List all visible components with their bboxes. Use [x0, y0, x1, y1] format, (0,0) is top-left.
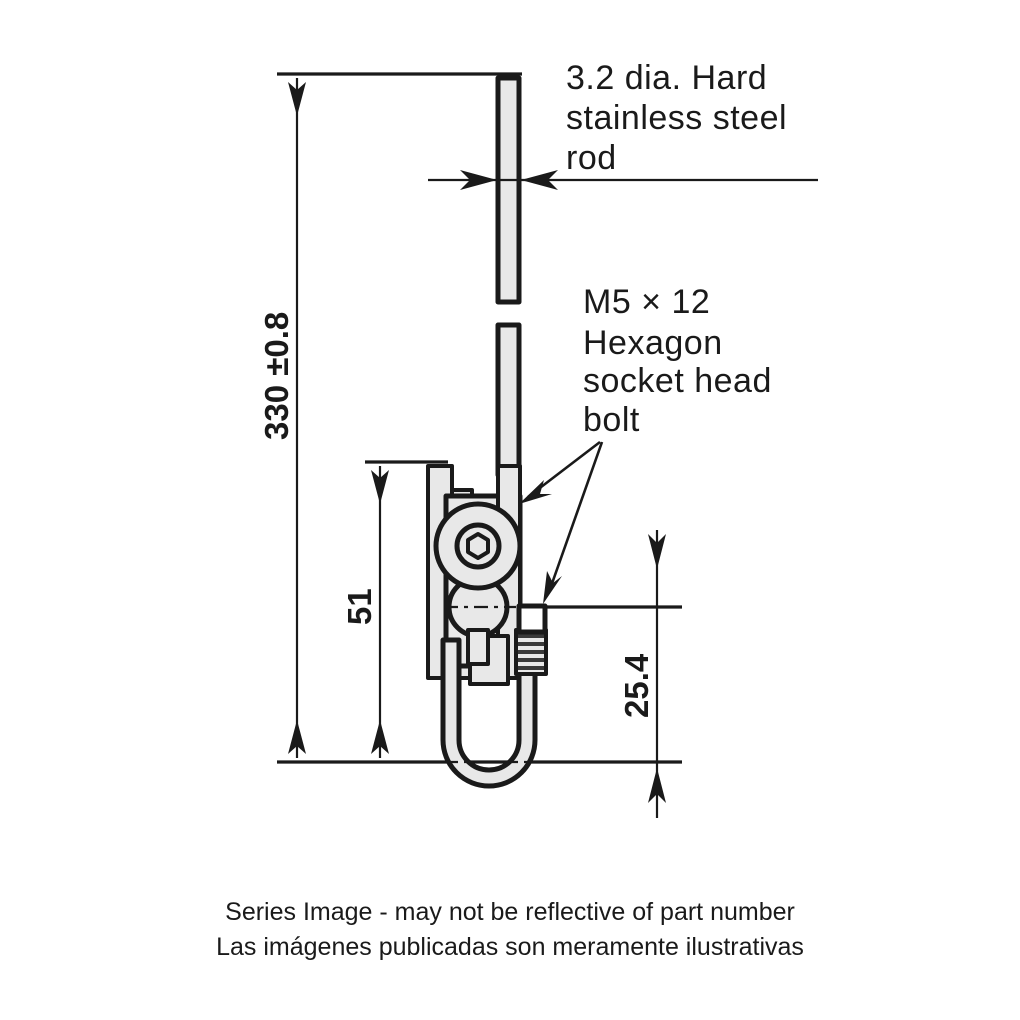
arrowhead-up-51: [371, 470, 389, 504]
arrowhead-bolt-head: [519, 480, 552, 504]
dimension-rod-diameter: [428, 170, 818, 190]
dimension-label-330: 330 ±0.8: [258, 312, 295, 440]
arrowhead-down-51: [371, 720, 389, 754]
rod-note-line-3: rod: [566, 139, 617, 177]
bolt-note-line-4: bolt: [583, 401, 640, 439]
arrowhead-screw: [543, 571, 562, 604]
clamp-assembly: [426, 464, 548, 789]
rod-body: [495, 75, 522, 305]
leader-to-screw: [547, 441, 604, 593]
bolt-note-line-1: M5 × 12: [583, 283, 710, 321]
dimension-label-254: 25.4: [618, 653, 655, 718]
dimension-head-height: 51: [341, 460, 448, 758]
arrowhead-right-rod-dia: [521, 170, 558, 190]
pivot-stem: [466, 628, 490, 666]
leader-lines-bolt: [519, 440, 604, 604]
arrowhead-up-330: [288, 82, 306, 116]
knurled-screw: [514, 628, 548, 676]
bolt-note-line-3: socket head: [583, 362, 772, 400]
dimension-overall-length: 330 ±0.8: [258, 72, 682, 764]
dimension-offset: 25.4: [546, 530, 682, 818]
caption-line-english: Series Image - may not be reflective of …: [225, 898, 795, 926]
screw-shoulder: [516, 603, 548, 635]
arrowhead-left-rod-dia: [460, 170, 497, 190]
dimension-label-51: 51: [341, 588, 378, 625]
caption-block: Series Image - may not be reflective of …: [216, 898, 804, 961]
hex-socket-icon: [466, 532, 490, 560]
bolt-note-line-2: Hexagon: [583, 324, 723, 362]
rod-note-line-2: stainless steel: [566, 99, 787, 137]
annotation-rod-note: 3.2 dia. Hard stainless steel rod: [566, 59, 787, 177]
lower-rod-body: [495, 322, 522, 478]
caption-line-spanish: Las imágenes publicadas son meramente il…: [216, 933, 804, 961]
arrowhead-down-330: [288, 720, 306, 754]
arrowhead-up-254: [648, 534, 666, 569]
rod-note-line-1: 3.2 dia. Hard: [566, 59, 767, 97]
annotation-bolt-note: M5 × 12 Hexagon socket head bolt: [583, 283, 772, 439]
stainless-steel-rod: [495, 75, 522, 305]
lower-rod-segment: [495, 322, 522, 478]
arrowhead-down-254: [648, 768, 666, 803]
